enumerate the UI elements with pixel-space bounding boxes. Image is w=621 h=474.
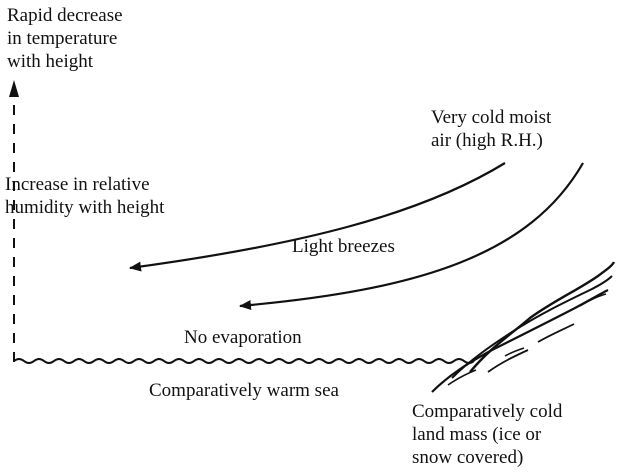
cold-land-mass-label: Comparatively cold land mass (ice or sno… [412, 401, 563, 468]
relative-humidity-label: Increase in relative humidity with heigh… [5, 174, 165, 218]
lower-airflow-arrow [239, 162, 584, 311]
no-evaporation-label: No evaporation [184, 327, 302, 348]
light-breezes-label: Light breezes [292, 236, 395, 257]
rapid-decrease-label: Rapid decrease in temperature with heigh… [7, 5, 123, 72]
sea-surface-wave [13, 358, 475, 364]
cold-moist-air-label: Very cold moist air (high R.H.) [431, 107, 552, 151]
land-mass-illustration [431, 261, 616, 393]
vertical-axis-arrowhead [9, 80, 19, 97]
upper-airflow-arrow [129, 162, 506, 272]
warm-sea-label: Comparatively warm sea [149, 380, 339, 401]
